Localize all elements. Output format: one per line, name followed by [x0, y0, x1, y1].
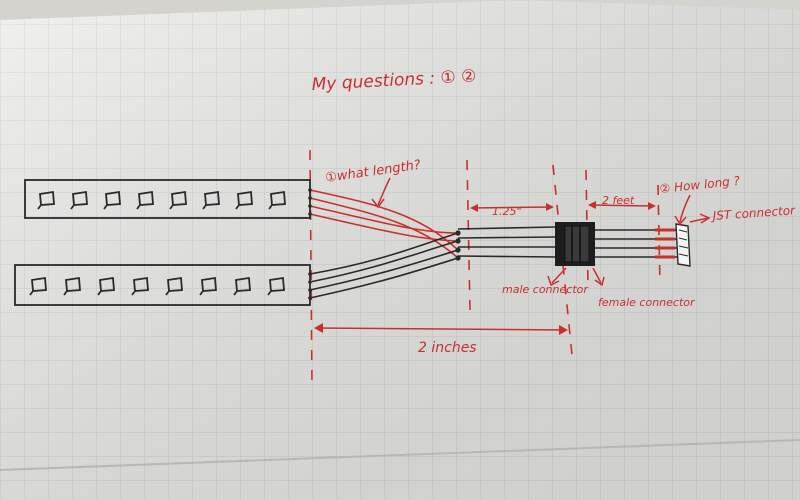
led-chip	[63, 276, 81, 296]
jst-red-ends	[655, 228, 675, 259]
led-chip	[169, 190, 187, 210]
wire	[309, 197, 459, 259]
arrow-125	[471, 206, 553, 209]
female-connector-label: female connector	[598, 296, 696, 309]
led-chip	[70, 190, 88, 210]
arrow-female	[592, 267, 602, 284]
led-strip-bottom	[14, 264, 311, 306]
guide-line-2	[466, 159, 471, 311]
arrow-2inches	[315, 327, 567, 331]
arrow-q1	[377, 177, 391, 206]
wire	[309, 213, 459, 242]
led-chip	[199, 276, 217, 296]
male-connector-label: male connector	[502, 283, 589, 296]
wire	[309, 257, 459, 299]
red-wires	[309, 189, 459, 259]
wire	[309, 232, 459, 275]
led-chip	[235, 190, 253, 210]
led-chip	[131, 276, 149, 296]
dimension-125-label: 1.25"	[492, 205, 522, 218]
guide-lines	[309, 149, 661, 386]
led-chip	[268, 190, 286, 210]
female-connector-body	[564, 225, 590, 263]
pointer-arrows	[371, 177, 711, 287]
page-fold	[0, 439, 800, 471]
strip-outline	[14, 264, 311, 306]
dimension-2inches-label: 2 inches	[418, 340, 477, 356]
guide-line-5	[657, 184, 661, 286]
wire	[309, 249, 459, 291]
led-chip	[97, 276, 115, 296]
led-chip	[233, 276, 251, 296]
arrow-jst	[689, 217, 709, 223]
connector-block	[555, 222, 595, 266]
led-chip	[136, 190, 154, 210]
arrow-q2	[679, 194, 691, 223]
dimension-arrows	[314, 201, 656, 335]
led-chip	[267, 276, 285, 296]
jst-connector-body	[675, 223, 691, 267]
wire	[309, 240, 459, 283]
led-chip	[37, 190, 55, 210]
arrow-male	[551, 267, 567, 284]
arrow-2feet	[589, 204, 655, 207]
strip-leds	[29, 276, 285, 296]
dimension-2feet-label: 2 feet	[602, 194, 635, 207]
led-strip-top	[24, 179, 311, 219]
wire	[309, 189, 459, 251]
wire-ends	[308, 188, 312, 300]
junction-dots	[455, 230, 461, 261]
bundle-wires	[457, 226, 557, 258]
led-chip	[29, 276, 47, 296]
led-chip	[202, 190, 220, 210]
led-chip	[103, 190, 121, 210]
wire	[309, 205, 459, 234]
black-wires	[309, 232, 459, 299]
led-chip	[165, 276, 183, 296]
jst-connector-label: JST connector	[710, 203, 796, 223]
strip-leds	[37, 190, 286, 210]
